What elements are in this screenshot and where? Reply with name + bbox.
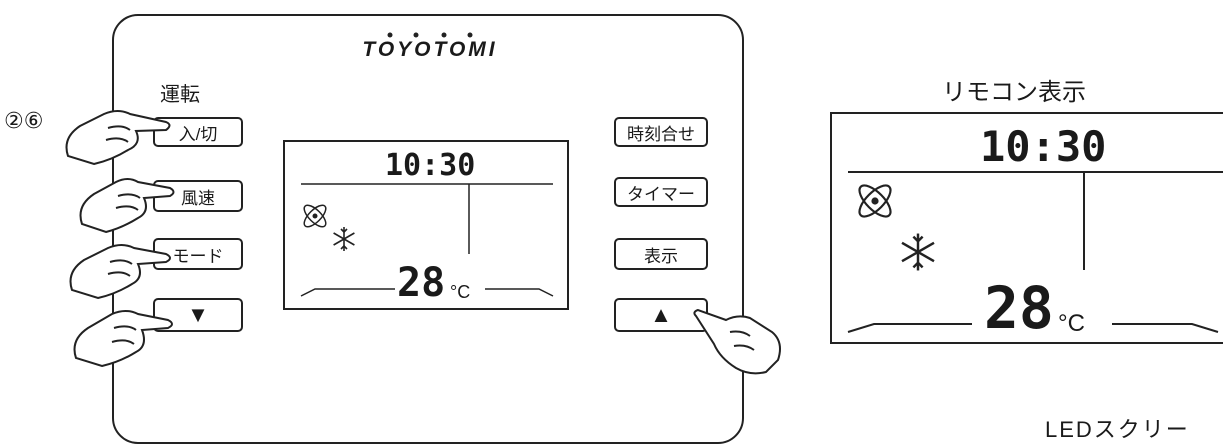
remote-display-enlarged: 10:30 28 °C <box>830 112 1223 344</box>
remote-display-title: リモコン表示 <box>942 79 1086 106</box>
remote-display-time: 10:30 <box>980 122 1107 171</box>
remote-display-unit: °C <box>1058 310 1085 337</box>
lcd-unit: °C <box>450 282 471 302</box>
remote-display-lines <box>847 171 1223 333</box>
snowflake-icon <box>901 233 935 271</box>
pointing-hand-icon <box>65 110 171 166</box>
pointing-hand-icon <box>79 178 175 234</box>
lcd-lines <box>300 183 554 297</box>
lcd-temperature: 28 <box>397 260 446 306</box>
lcd-screen: 10:30 28 °C <box>283 140 569 310</box>
up-arrow-button[interactable]: ▲ <box>614 298 708 332</box>
step-number-power: ②⑥ <box>4 108 44 133</box>
clock-set-button[interactable]: 時刻合せ <box>614 117 708 147</box>
lcd-time: 10:30 <box>385 148 476 183</box>
timer-button[interactable]: タイマー <box>614 177 708 207</box>
brand-logo: TOYOTOMI <box>362 38 498 61</box>
operation-label: 運転 <box>160 84 200 106</box>
snowflake-icon <box>333 227 355 251</box>
led-screen-label: LEDスクリー <box>1045 417 1190 442</box>
pointing-hand-icon <box>693 308 781 375</box>
pointing-hand-icon <box>69 244 171 300</box>
pointing-hand-icon <box>73 310 173 368</box>
mode-button[interactable]: モード <box>153 238 243 270</box>
brand-dots-decoration <box>387 32 473 38</box>
display-button[interactable]: 表示 <box>614 238 708 270</box>
remote-display-temperature: 28 <box>984 274 1054 342</box>
fan-icon <box>858 184 892 218</box>
fan-icon <box>303 204 327 228</box>
